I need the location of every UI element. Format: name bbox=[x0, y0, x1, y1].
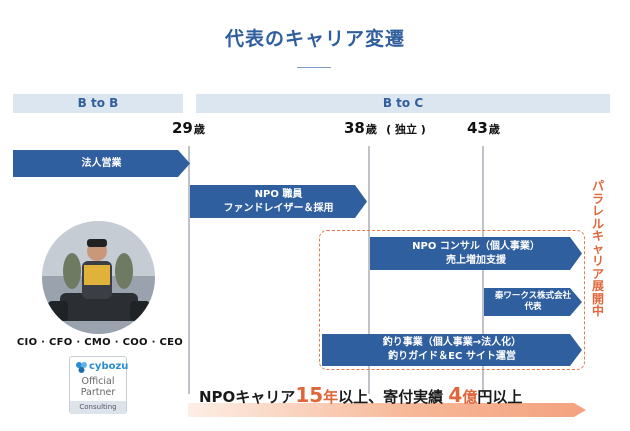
summary-part-4: 円以上 bbox=[477, 388, 523, 406]
arrow-line: 釣りガイド＆EC サイト運営 bbox=[388, 351, 516, 362]
side-label-char: 中 bbox=[591, 304, 604, 318]
cybozu-partner-logo: cybozu Official Partner Consulting bbox=[69, 356, 129, 414]
timeline-line-29 bbox=[188, 146, 190, 394]
arrow-hata-works: 秦ワークス株式会社 代表 bbox=[484, 288, 582, 316]
logo-line-2: Partner bbox=[80, 387, 116, 398]
side-label-char: キ bbox=[591, 229, 604, 243]
year-label-43: 43歳 bbox=[467, 119, 500, 137]
summary-part-2: 年 bbox=[323, 388, 339, 406]
timeline-line-38 bbox=[368, 146, 370, 394]
year-note: ( 独立 ) bbox=[386, 123, 426, 136]
year-value: 38 bbox=[344, 119, 365, 137]
cybozu-mark-icon bbox=[76, 362, 87, 373]
side-label-char: パ bbox=[591, 179, 604, 193]
arrow-npo-consulting: NPO コンサル（個人事業） 売上増加支援 bbox=[370, 237, 582, 270]
page-title: 代表のキャリア変遷 bbox=[224, 28, 405, 50]
logo-line-3: Consulting bbox=[70, 401, 126, 414]
title-divider bbox=[297, 67, 331, 68]
year-unit: 歳 bbox=[488, 123, 500, 136]
year-value: 43 bbox=[467, 119, 488, 137]
band-b-to-c: B to C bbox=[196, 94, 610, 113]
arrow-fishing-business: 釣り事業（個人事業→法人化） 釣りガイド＆EC サイト運営 bbox=[322, 334, 582, 366]
side-label-char: 展 bbox=[591, 279, 604, 293]
summary-number-years: 15 bbox=[295, 383, 324, 407]
year-label-29: 29歳 bbox=[172, 119, 205, 137]
year-value: 29 bbox=[172, 119, 193, 137]
summary-part-oku: 億 bbox=[462, 388, 478, 406]
arrow-line: ファンドレイザー＆採用 bbox=[223, 202, 334, 214]
arrow-line: 代表 bbox=[524, 302, 542, 312]
summary-number-amount: 4 bbox=[448, 383, 463, 407]
year-unit: 歳 bbox=[365, 123, 377, 136]
arrow-corporate-sales: 法人営業 bbox=[13, 150, 190, 177]
band-b-to-b: B to B bbox=[13, 94, 183, 113]
side-label-char: 開 bbox=[591, 291, 604, 306]
side-label-char: ラ bbox=[591, 191, 604, 206]
summary-text: NPOキャリア15年以上、寄付実績 4億円以上 bbox=[199, 383, 522, 407]
logo-brand: cybozu bbox=[89, 361, 129, 372]
side-label-char: リ bbox=[591, 254, 604, 268]
arrow-line: 法人営業 bbox=[81, 157, 122, 169]
arrow-line: 売上増加支援 bbox=[446, 254, 506, 266]
arrow-line: 釣り事業（個人事業→法人化） bbox=[382, 337, 522, 348]
portrait-photo bbox=[42, 221, 155, 334]
arrow-line: NPO コンサル（個人事業） bbox=[412, 240, 540, 252]
timeline-line-43 bbox=[482, 146, 484, 394]
side-label-char: ル bbox=[591, 216, 604, 231]
arrow-line: NPO 職員 bbox=[254, 188, 303, 200]
year-unit: 歳 bbox=[193, 123, 205, 136]
side-label-char: ャ bbox=[591, 241, 604, 256]
arrow-npo-staff: NPO 職員 ファンドレイザー＆採用 bbox=[190, 185, 367, 218]
side-label-char: レ bbox=[591, 204, 604, 218]
year-label-38: 38歳 ( 独立 ) bbox=[344, 119, 426, 137]
arrow-line: 秦ワークス株式会社 bbox=[494, 291, 572, 301]
summary-part-3: 以上、寄付実績 bbox=[338, 388, 449, 406]
roles-text: CIO · CFO · CMO · COO · CEO bbox=[16, 337, 184, 348]
photo-illustration bbox=[42, 221, 155, 334]
parallel-career-box bbox=[319, 230, 585, 370]
side-label-char: ア bbox=[591, 266, 604, 281]
summary-arrow bbox=[188, 403, 586, 417]
logo-line-1: Official bbox=[81, 376, 115, 387]
parallel-career-label: パラレルキャリア展開中 bbox=[588, 180, 608, 318]
summary-part-1: NPOキャリア bbox=[199, 388, 296, 406]
